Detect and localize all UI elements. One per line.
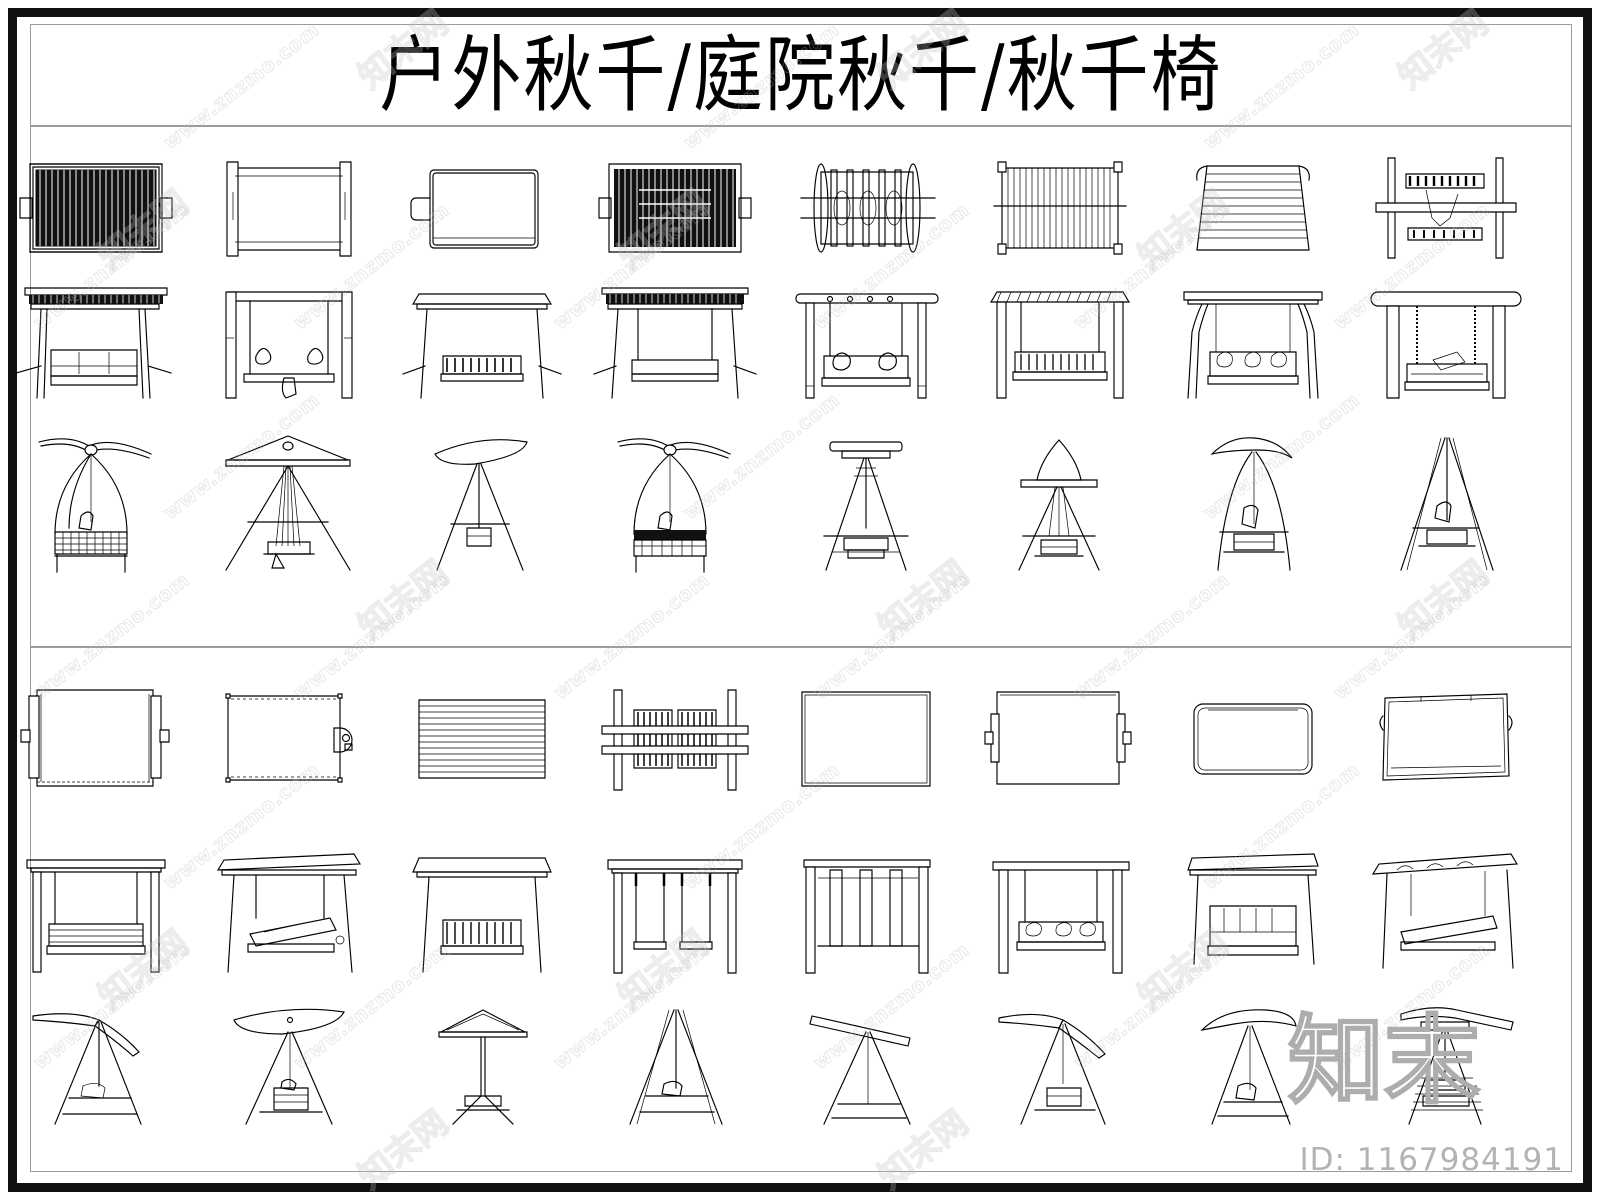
drawing-ribbed-canopy-plan [386, 676, 579, 806]
row-elevations-lower [0, 846, 1542, 976]
row-aframe-lower [0, 1000, 1542, 1128]
drawing-curved-top-aframe-swing [1157, 424, 1350, 579]
drawing-tapered-slat-plan [1157, 148, 1350, 268]
drawing-tent-top-swing [964, 424, 1157, 579]
drawing-aframe-bench-swing [771, 424, 964, 579]
drawing-parasol-swing [193, 424, 386, 579]
drawing-teardrop-basket-swing [0, 424, 193, 579]
drawing-post-frame-swing-elev [193, 278, 386, 403]
sheet-inner-frame [30, 24, 1572, 1172]
drawing-framed-canopy-plan [0, 676, 193, 806]
drawing-hatched-canopy-plan-b [578, 148, 771, 268]
drawing-arched-canopy-swing-elev [1157, 278, 1350, 403]
drawing-slat-canopy-swing-elev [964, 278, 1157, 403]
drawing-peak-tent-aframe [386, 1000, 579, 1128]
drawing-rounded-pad-plan [1157, 676, 1350, 806]
drawing-tilt-canopy-swing [386, 424, 579, 579]
row-plan-views-lower [0, 676, 1542, 806]
drawing-oval-canopy-aframe [193, 1000, 386, 1128]
drawing-beam-hung-plan [1349, 148, 1542, 268]
drawing-slatted-bench-swing-elev [386, 846, 579, 976]
drawing-hatched-canopy-plan [0, 148, 193, 268]
drawing-lounger-swing-elev [193, 846, 386, 976]
drawing-shell-canopy-aframe [1157, 1000, 1350, 1128]
title-block: 户外秋千/庭院秋千/秋千椅 [30, 24, 1572, 127]
drawing-bench-swing-frame-elev [0, 846, 193, 976]
drawing-plain-aframe-swing [1349, 424, 1542, 579]
drawing-wing-canopy-aframe-b [964, 1000, 1157, 1128]
drawing-vertical-slat-plan [964, 148, 1157, 268]
row-plan-views-upper [0, 148, 1542, 268]
drawing-cushion-swing-elev [1157, 846, 1350, 976]
drawing-pergola-swing-elev [771, 278, 964, 403]
drawing-slatted-roller-plan [771, 148, 964, 268]
drawing-plain-frame-plan [771, 676, 964, 806]
drawing-flat-bar-aframe [771, 1000, 964, 1128]
drawing-rounded-canopy-plan [386, 148, 579, 268]
drawing-twin-seat-plan [578, 676, 771, 806]
drawing-log-beam-swing-elev [1349, 278, 1542, 403]
drawing-flat-canopy-swing-elev [386, 278, 579, 403]
row-aframe-upper [0, 424, 1542, 579]
drawing-sketch-canopy-plan [1349, 676, 1542, 806]
sheet-outer-border [8, 8, 1592, 1192]
drawing-twin-seat-swing-elev [578, 846, 771, 976]
drawing-low-canopy-swing-elev [964, 846, 1157, 976]
section-divider [30, 646, 1572, 648]
drawing-canopy-bench-elev [0, 278, 193, 403]
drawing-daybed-swing-elev [1349, 846, 1542, 976]
page-title: 户外秋千/庭院秋千/秋千椅 [379, 26, 1223, 123]
drawing-teardrop-basket-swing-b [578, 424, 771, 579]
drawing-plain-triangle-swing [578, 1000, 771, 1128]
sheet-id-label: ID: 1167984191 [1299, 1142, 1564, 1178]
row-elevations-upper [0, 278, 1542, 403]
drawing-knob-canopy-plan [193, 676, 386, 806]
drawing-detailed-aframe-swing [1349, 1000, 1542, 1128]
drawing-strap-hung-swing-elev [771, 846, 964, 976]
drawing-bracket-frame-plan [964, 676, 1157, 806]
drawing-wing-canopy-aframe [0, 1000, 193, 1128]
drawing-open-frame-plan [193, 148, 386, 268]
drawing-hatched-canopy-swing-elev [578, 278, 771, 403]
